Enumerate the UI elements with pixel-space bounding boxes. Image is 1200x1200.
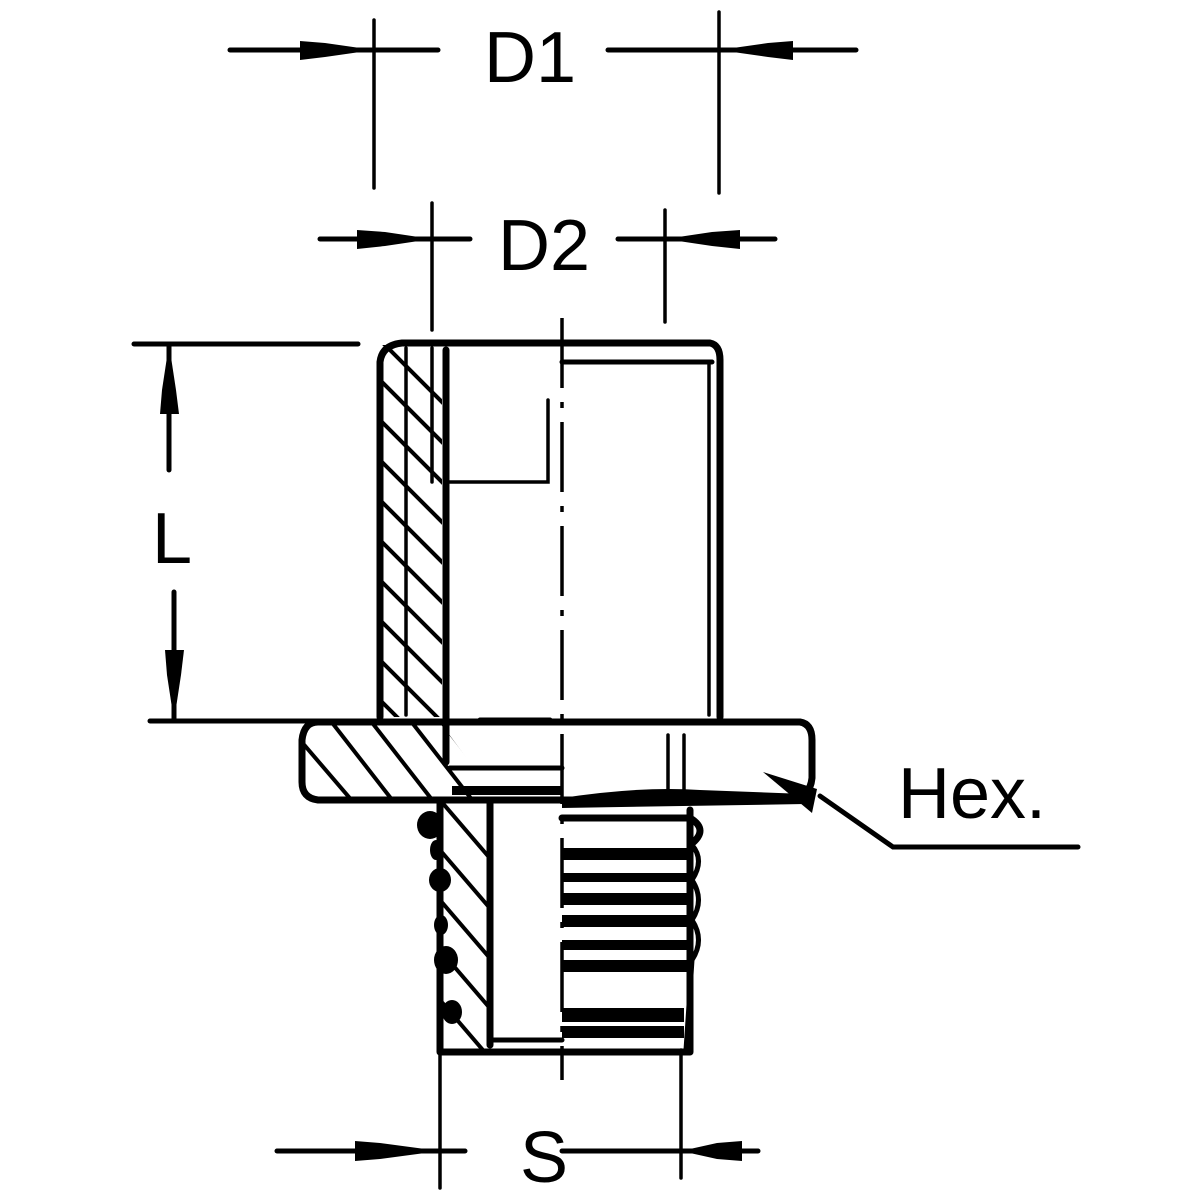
l-arrow-down-icon: [165, 650, 184, 721]
thread-crests-right: [558, 814, 704, 1053]
thread-7: [562, 960, 690, 972]
l-arrow-up-icon: [160, 344, 179, 414]
thread-crests-left: [417, 811, 462, 1024]
s-arrow-left-icon: [355, 1141, 440, 1161]
d2-arrow-right-icon: [665, 230, 740, 249]
hex-callout: Hex.: [763, 754, 1081, 850]
thread-6: [562, 940, 692, 950]
socket-outline: [376, 339, 724, 721]
thread-1: [558, 814, 704, 849]
hex-leader-line: [817, 793, 1081, 850]
fitting-body: [298, 318, 816, 1080]
d2-arrow-left-icon: [357, 230, 432, 249]
socket-stop-line: [444, 398, 550, 484]
thread-3: [562, 873, 690, 882]
dimension-d1: D1: [227, 10, 859, 195]
hex-bore-line-bottom: [452, 786, 562, 795]
dimension-l: L: [131, 341, 383, 724]
thread-4: [562, 893, 692, 905]
d1-arrow-right-icon: [719, 41, 793, 60]
hex-label: Hex.: [898, 754, 1046, 834]
dimension-s: S: [274, 1048, 761, 1198]
s-arrow-right-icon: [681, 1141, 742, 1161]
d1-label: D1: [484, 18, 576, 98]
d1-arrow-left-icon: [300, 41, 374, 60]
socket-hatch: [380, 345, 442, 717]
thread-8: [562, 1008, 684, 1022]
d2-label: D2: [498, 206, 590, 286]
thread-2: [562, 848, 692, 860]
dimension-d2: D2: [317, 201, 778, 332]
thread-9: [562, 1026, 684, 1038]
s-label: S: [520, 1118, 568, 1198]
thread-profile-right: [683, 842, 701, 1053]
thread-5: [562, 915, 690, 927]
hex-chamfer-shade: [562, 789, 805, 808]
l-label: L: [152, 499, 192, 579]
